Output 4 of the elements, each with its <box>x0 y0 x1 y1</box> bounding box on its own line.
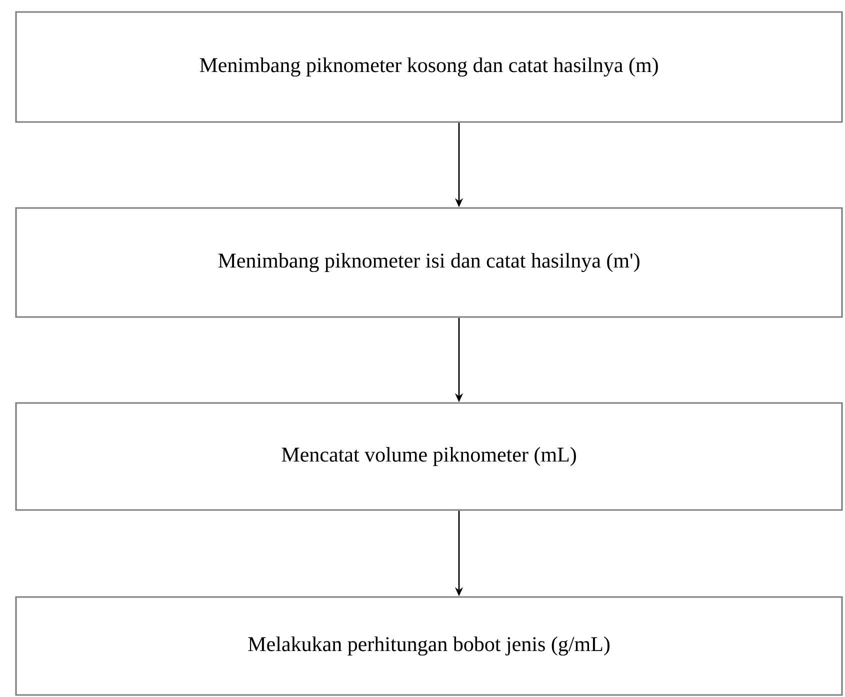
process-box: Menimbang piknometer kosong dan catat hasilnya (m) <box>15 11 843 123</box>
process-box: Mencatat volume piknometer (mL) <box>15 402 843 511</box>
process-box: Menimbang piknometer isi dan catat hasilnya (m') <box>15 207 843 318</box>
process-box: Melakukan perhitungan bobot jenis (g/mL) <box>15 596 843 696</box>
